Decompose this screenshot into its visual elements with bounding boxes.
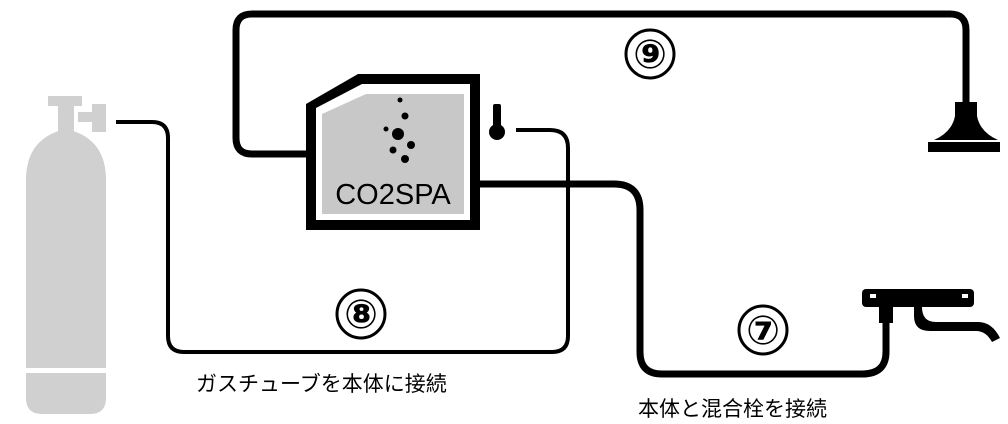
step-9-number: ⑨ (633, 33, 667, 77)
co2-cylinder-icon (26, 96, 106, 414)
step-7-badge: ⑦ (737, 304, 789, 356)
thermometer-icon (489, 104, 505, 140)
gas-tube-caption: ガスチューブを本体に接続 (196, 372, 447, 396)
mixing-valve-caption: 本体と混合栓を接続 (638, 397, 827, 421)
gas-tube-line (116, 120, 570, 354)
step-8-badge: ⑧ (335, 288, 387, 340)
step-8-number: ⑧ (344, 293, 378, 337)
faucet-hose-line (478, 180, 890, 378)
device-label: CO2SPA (335, 179, 451, 211)
step-7-number: ⑦ (746, 309, 780, 353)
shower-hose-line (232, 10, 970, 158)
faucet-icon (862, 289, 1000, 342)
co2spa-device: CO2SPA (306, 74, 480, 230)
shower-head-icon (928, 102, 1000, 152)
step-9-badge: ⑨ (624, 28, 676, 80)
bubbles-icon (383, 97, 415, 163)
